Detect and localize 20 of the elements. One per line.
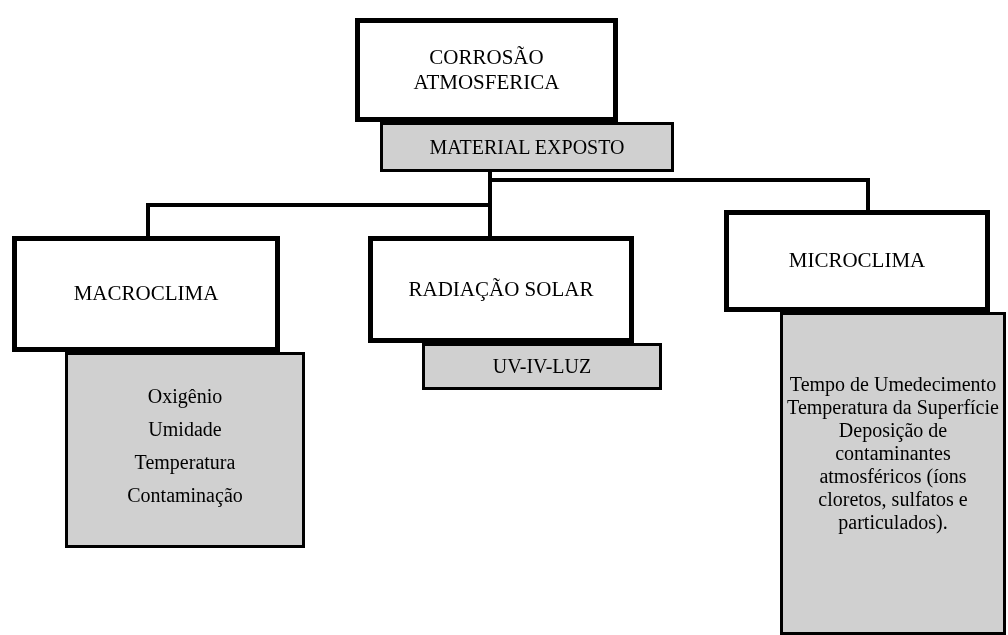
box-text: Oxigênio — [147, 385, 223, 408]
box-text: Temperatura — [134, 451, 236, 474]
detail-box — [780, 312, 1006, 635]
detail-box — [380, 122, 674, 172]
topic-box — [12, 236, 280, 352]
box-text: MATERIAL EXPOSTO — [429, 135, 625, 159]
box-text: Umidade — [148, 418, 222, 441]
detail-box — [65, 352, 305, 548]
detail-box — [422, 343, 662, 390]
box-text: CORROSÃO ATMOSFERICA — [412, 44, 561, 96]
topic-box — [724, 210, 990, 312]
box-text: MACROCLIMA — [73, 281, 219, 307]
box-text: UV-IV-LUZ — [492, 355, 592, 378]
box-text: Contaminação — [127, 484, 243, 507]
box-text: RADIAÇÃO SOLAR — [408, 276, 594, 303]
connector-line — [488, 172, 870, 210]
topic-box — [368, 236, 634, 343]
topic-box — [355, 18, 618, 122]
box-text: MICROCLIMA — [788, 248, 926, 274]
box-text: Tempo de Umedecimento Temperatura da Superfície Deposição de contaminantes atmosféricos (íons cloretos, sulfatos e particulados). — [786, 373, 1000, 534]
